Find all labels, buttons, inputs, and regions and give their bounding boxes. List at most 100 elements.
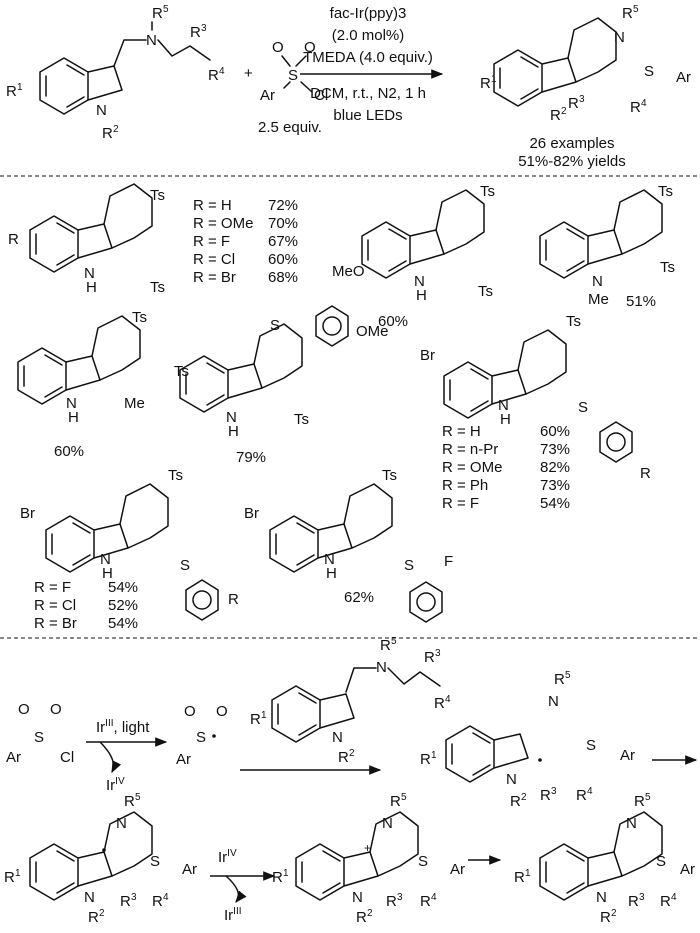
svg-text:R: R — [576, 787, 587, 804]
svg-text:2: 2 — [349, 748, 355, 759]
svg-text:Br: Br — [20, 505, 35, 522]
svg-text:54%: 54% — [108, 615, 138, 632]
svg-text:3: 3 — [551, 786, 557, 797]
svg-text:R: R — [568, 95, 579, 112]
svg-text:1: 1 — [17, 82, 23, 93]
svg-text:R: R — [554, 671, 565, 688]
svg-text:52%: 52% — [108, 597, 138, 614]
svg-text:79%: 79% — [236, 449, 266, 466]
svg-text:73%: 73% — [540, 477, 570, 494]
mech-step1-arrow: IrIII, light IrIV — [86, 718, 168, 794]
svg-text:R: R — [124, 793, 135, 810]
svg-text:H: H — [326, 565, 337, 582]
svg-text:Br: Br — [420, 347, 435, 364]
svg-text:R: R — [514, 869, 525, 886]
svg-text:H: H — [68, 409, 79, 426]
svg-text:+: + — [364, 841, 371, 855]
reaction-conditions: fac-Ir(ppy)3 (2.0 mol%) TMEDA (4.0 equiv… — [303, 5, 433, 124]
svg-text:Ts: Ts — [294, 411, 309, 428]
svg-text:60%: 60% — [540, 423, 570, 440]
svg-text:Ts: Ts — [566, 313, 581, 330]
svg-text:3: 3 — [397, 892, 403, 903]
svg-text:5: 5 — [645, 792, 651, 803]
svg-text:R = F: R = F — [193, 233, 230, 250]
svg-text:3: 3 — [579, 94, 585, 105]
svg-text:R: R — [600, 909, 611, 926]
svg-text:OMe: OMe — [356, 323, 389, 340]
svg-text:R: R — [338, 749, 349, 766]
svg-text:(2.0 mol%): (2.0 mol%) — [332, 27, 405, 44]
svg-text:R: R — [228, 591, 239, 608]
svg-text:2: 2 — [561, 106, 567, 117]
svg-text:R: R — [152, 893, 163, 910]
svg-text:60%: 60% — [54, 443, 84, 460]
svg-text:IrIII: IrIII — [224, 906, 242, 924]
svg-text:N: N — [66, 395, 77, 412]
svg-text:R = OMe: R = OMe — [193, 215, 253, 232]
svg-text:IrIV: IrIV — [106, 776, 125, 794]
svg-text:R: R — [6, 83, 17, 100]
svg-text:IrIV: IrIV — [218, 848, 237, 866]
svg-text:H: H — [500, 411, 511, 428]
svg-text:R: R — [480, 75, 491, 92]
svg-text:Cl: Cl — [314, 87, 328, 104]
svg-text:Ar: Ar — [6, 749, 21, 766]
svg-text:R: R — [102, 125, 113, 142]
svg-text:67%: 67% — [268, 233, 298, 250]
svg-text:R = OMe: R = OMe — [442, 459, 502, 476]
svg-text:N: N — [596, 889, 607, 906]
svg-text:S: S — [418, 853, 428, 870]
svg-text:N: N — [506, 771, 517, 788]
svg-text:Ts: Ts — [658, 183, 673, 200]
svg-text:Me: Me — [588, 291, 609, 308]
svg-text:1: 1 — [431, 750, 437, 761]
product-5: S OMe Ts NH 79% — [180, 305, 389, 466]
svg-text:4: 4 — [431, 892, 437, 903]
svg-text:5: 5 — [565, 670, 571, 681]
svg-text:N: N — [84, 265, 95, 282]
svg-text:60%: 60% — [378, 313, 408, 330]
svg-text:68%: 68% — [268, 269, 298, 286]
svg-text:Ts: Ts — [660, 259, 675, 276]
svg-text:R = Br: R = Br — [34, 615, 77, 632]
svg-text:Me: Me — [124, 395, 145, 412]
svg-text:R: R — [540, 787, 551, 804]
svg-text:R: R — [152, 5, 163, 22]
svg-text:2: 2 — [99, 908, 105, 919]
svg-text:R: R — [420, 893, 431, 910]
svg-text:N: N — [352, 889, 363, 906]
mech-sulfonyl-radical: Ar S O O — [176, 703, 228, 768]
sulfonyl-chloride-reagent: Ar S O O Cl — [260, 39, 328, 104]
svg-text:3: 3 — [131, 892, 137, 903]
svg-text:72%: 72% — [268, 197, 298, 214]
svg-text:5: 5 — [401, 792, 407, 803]
summary-yields: 51%-82% yields — [518, 153, 626, 170]
svg-text:R = F: R = F — [442, 495, 479, 512]
svg-text:82%: 82% — [540, 459, 570, 476]
svg-text:R: R — [88, 909, 99, 926]
svg-text:4: 4 — [445, 694, 451, 705]
svg-text:R: R — [630, 99, 641, 116]
svg-text:51%: 51% — [626, 293, 656, 310]
svg-text:Ar: Ar — [176, 751, 191, 768]
svg-text:S: S — [34, 729, 44, 746]
mech-oxidation-arrow: IrIV IrIII — [210, 848, 276, 924]
svg-text:DCM, r.t., N2, 1 h: DCM, r.t., N2, 1 h — [310, 85, 426, 102]
svg-text:N: N — [592, 273, 603, 290]
svg-text:N: N — [324, 551, 335, 568]
svg-text:Ar: Ar — [182, 861, 197, 878]
svg-text:R = H: R = H — [193, 197, 232, 214]
svg-text:1: 1 — [15, 868, 21, 879]
svg-text:R = n-Pr: R = n-Pr — [442, 441, 498, 458]
svg-text:S: S — [150, 853, 160, 870]
svg-text:70%: 70% — [268, 215, 298, 232]
svg-text:4: 4 — [219, 66, 225, 77]
svg-text:3: 3 — [435, 648, 441, 659]
svg-text:N: N — [548, 693, 559, 710]
svg-text:S: S — [586, 737, 596, 754]
svg-text:5: 5 — [163, 4, 169, 15]
